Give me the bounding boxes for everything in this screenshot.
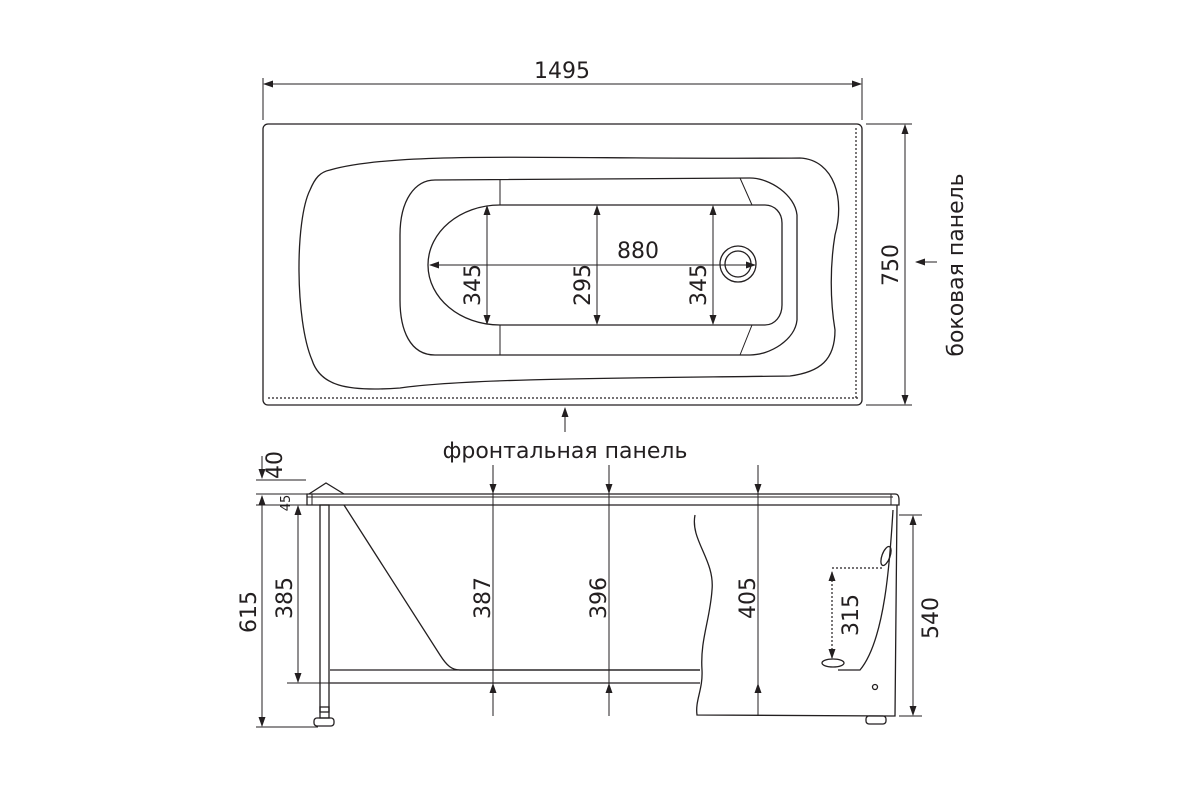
screw-icon: [871, 683, 879, 691]
overflow-icon: [880, 545, 892, 567]
tub-end-wall: [838, 509, 894, 671]
width-right-label: 345: [687, 264, 712, 306]
depth-3-label: 405: [736, 577, 761, 619]
width-middle-label: 295: [571, 264, 596, 306]
top-view: 1495 880 345 295 345 750 боковая панель …: [262, 59, 969, 464]
width-label: 750: [879, 244, 904, 286]
leg-adjuster: [319, 706, 330, 719]
overflow-height-label: 315: [839, 594, 864, 636]
front-panel-label: фронтальная панель: [443, 439, 688, 464]
bowl-bottom-outline: [427, 204, 783, 326]
drain-outlet-icon: [821, 658, 845, 668]
leg: [319, 504, 330, 713]
tub-outline: [262, 123, 863, 406]
leg-foot: [865, 715, 887, 725]
rim: [306, 493, 900, 506]
bowl-outline: [399, 177, 798, 356]
length-label: 1495: [534, 59, 590, 84]
bowl-contour: [499, 177, 753, 356]
side-view: 315 40 45 615 385 387 396 405 540: [237, 451, 944, 728]
bowl-length-label: 880: [617, 239, 659, 264]
drain-inner: [724, 250, 752, 278]
tub-slope: [343, 504, 700, 671]
rim-inner-outline: [298, 156, 840, 390]
panel-cutaway: [693, 504, 898, 717]
rim-thickness-label: 45: [279, 495, 294, 512]
total-height-label: 615: [237, 591, 262, 633]
rim-top-label: 40: [263, 451, 288, 479]
panel-left-label: 385: [273, 577, 298, 619]
panel-height-label: 540: [919, 597, 944, 639]
depth-1-label: 387: [471, 577, 496, 619]
width-left-label: 345: [461, 264, 486, 306]
side-panel-label: боковая панель: [944, 173, 969, 356]
headrest: [308, 482, 345, 495]
depth-2-label: 396: [587, 577, 612, 619]
leg-foot: [313, 717, 335, 727]
